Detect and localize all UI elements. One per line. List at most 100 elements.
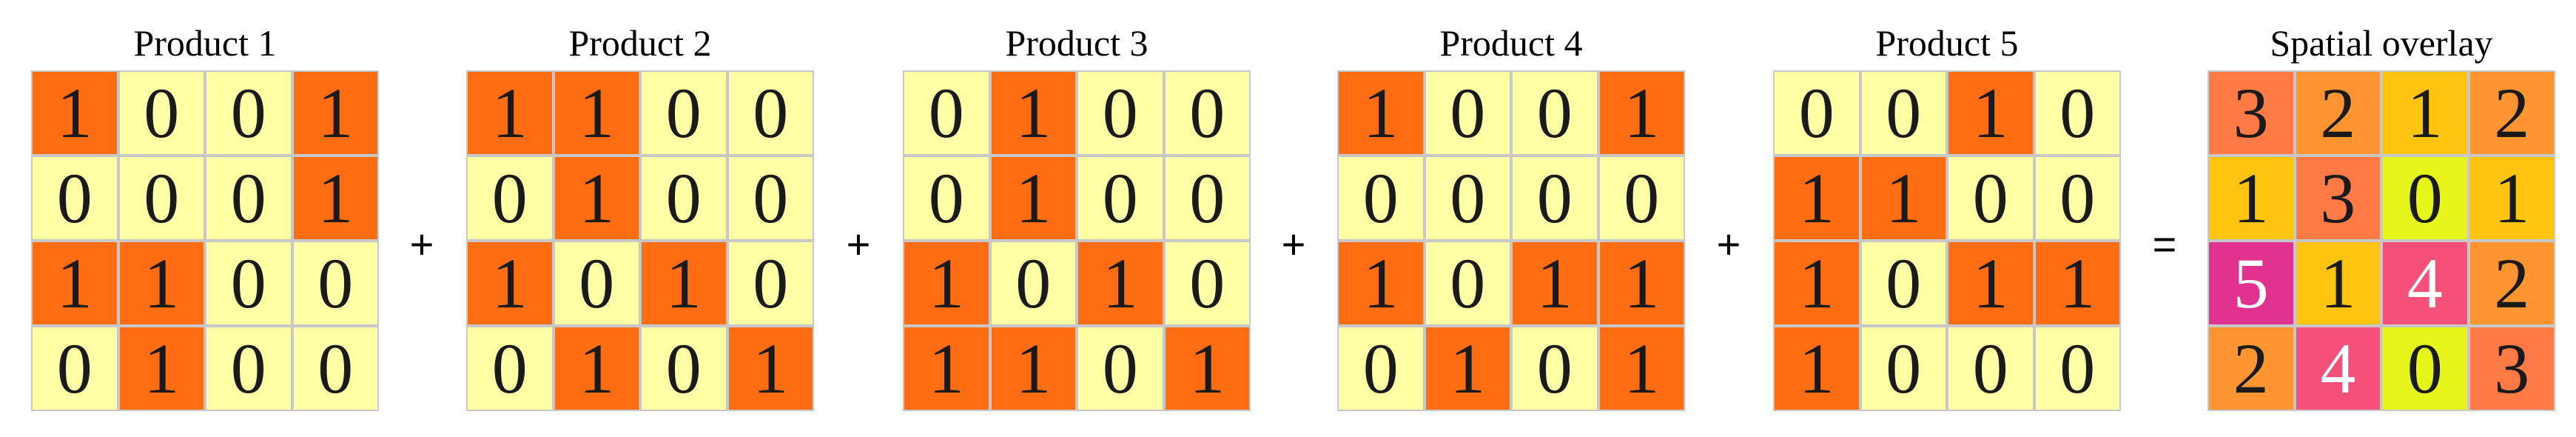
- grid-cell: 0: [728, 157, 813, 239]
- grid-cell: 0: [904, 72, 989, 154]
- grid-cell: 0: [293, 327, 377, 410]
- grid-cell: 1: [1165, 327, 1249, 410]
- grid-cell: 0: [728, 242, 813, 324]
- grid-cell: 1: [2209, 157, 2293, 239]
- grid-cell: 0: [642, 327, 726, 410]
- grid-cell: 0: [1078, 157, 1163, 239]
- grid-cell: 0: [1339, 157, 1423, 239]
- plus-operator: +: [1281, 221, 1306, 267]
- panel-title: Product 2: [568, 22, 712, 64]
- plus-operator: +: [1716, 221, 1741, 267]
- grid-cell: 1: [1599, 242, 1684, 324]
- panel-title: Product 5: [1875, 22, 2019, 64]
- grid-cell: 1: [991, 157, 1075, 239]
- grid-cell: 2: [2209, 327, 2293, 410]
- grid-cell: 2: [2469, 72, 2554, 154]
- grid-cell: 5: [2209, 242, 2293, 324]
- grid-cell: 1: [554, 72, 639, 154]
- grid-cell: 1: [554, 157, 639, 239]
- grid-cell: 0: [991, 242, 1075, 324]
- grid-cell: 0: [1513, 157, 1597, 239]
- grid-cell: 1: [1339, 72, 1423, 154]
- grid-cell: 0: [554, 242, 639, 324]
- grid-cell: 1: [468, 242, 552, 324]
- grid-cell: 1: [554, 327, 639, 410]
- grid-cell: 0: [904, 157, 989, 239]
- grid-cell: 1: [1078, 242, 1163, 324]
- grid-cell: 0: [1513, 72, 1597, 154]
- grid-cell: 3: [2296, 157, 2380, 239]
- grid-cell: 3: [2469, 327, 2554, 410]
- grid-cell: 0: [1078, 72, 1163, 154]
- grid-cell: 1: [728, 327, 813, 410]
- panel-title: Spatial overlay: [2270, 22, 2493, 64]
- plus-operator: +: [846, 221, 871, 267]
- grid-cell: 1: [2469, 157, 2554, 239]
- grid-cell: 1: [1775, 242, 1859, 324]
- grid-cell: 2: [2469, 242, 2554, 324]
- grid-cell: 1: [1599, 72, 1684, 154]
- grid-cell: 0: [206, 242, 291, 324]
- grid-cell: 0: [1078, 327, 1163, 410]
- grid-cell: 0: [468, 327, 552, 410]
- grid-cell: 0: [1861, 72, 1946, 154]
- grid-cell: 0: [206, 327, 291, 410]
- grid-cell: 0: [1425, 72, 1510, 154]
- grid-cell: 0: [293, 242, 377, 324]
- grid-cell: 0: [1425, 242, 1510, 324]
- grid-cell: 1: [119, 242, 204, 324]
- grid-cell: 0: [1599, 157, 1684, 239]
- grid-cell: 1: [1599, 327, 1684, 410]
- panel-title: Product 3: [1005, 22, 1149, 64]
- grid-cell: 0: [2035, 157, 2119, 239]
- grid-cell: 1: [904, 242, 989, 324]
- grid-cell: 0: [119, 72, 204, 154]
- grid-cell: 1: [904, 327, 989, 410]
- panel-title: Product 4: [1439, 22, 1583, 64]
- grid-cell: 1: [1339, 242, 1423, 324]
- grid-cell: 0: [468, 157, 552, 239]
- equals-operator: =: [2152, 221, 2177, 267]
- grid-cell: 0: [206, 72, 291, 154]
- grid-cell: 1: [1861, 157, 1946, 239]
- grid-cell: 0: [642, 72, 726, 154]
- grid-cell: 1: [293, 157, 377, 239]
- grid-cell: 1: [2035, 242, 2119, 324]
- grid-cell: 0: [33, 157, 117, 239]
- grid-cell: 1: [642, 242, 726, 324]
- grid-cell: 0: [1165, 72, 1249, 154]
- grid-cell: 1: [991, 72, 1075, 154]
- grid-cell: 4: [2383, 242, 2467, 324]
- grid-cell: 1: [33, 242, 117, 324]
- plus-operator: +: [409, 221, 434, 267]
- grid-cell: 0: [1165, 242, 1249, 324]
- grid-cell: 0: [1165, 157, 1249, 239]
- panel-title: Product 1: [133, 22, 277, 64]
- grid-cell: 0: [2035, 327, 2119, 410]
- grid-cell: 0: [2383, 157, 2467, 239]
- grid-cell: 1: [33, 72, 117, 154]
- grid-cell: 1: [1513, 242, 1597, 324]
- grid-cell: 1: [2383, 72, 2467, 154]
- grid-cell: 1: [1775, 327, 1859, 410]
- grid-cell: 0: [642, 157, 726, 239]
- grid-cell: 1: [2296, 242, 2380, 324]
- grid-cell: 0: [33, 327, 117, 410]
- grid-cell: 0: [2035, 72, 2119, 154]
- grid-cell: 1: [1948, 242, 2033, 324]
- grid-cell: 3: [2209, 72, 2293, 154]
- grid-cell: 0: [728, 72, 813, 154]
- grid-cell: 0: [119, 157, 204, 239]
- grid-cell: 0: [1775, 72, 1859, 154]
- grid-cell: 1: [1425, 327, 1510, 410]
- grid-cell: 0: [1513, 327, 1597, 410]
- grid-cell: 2: [2296, 72, 2380, 154]
